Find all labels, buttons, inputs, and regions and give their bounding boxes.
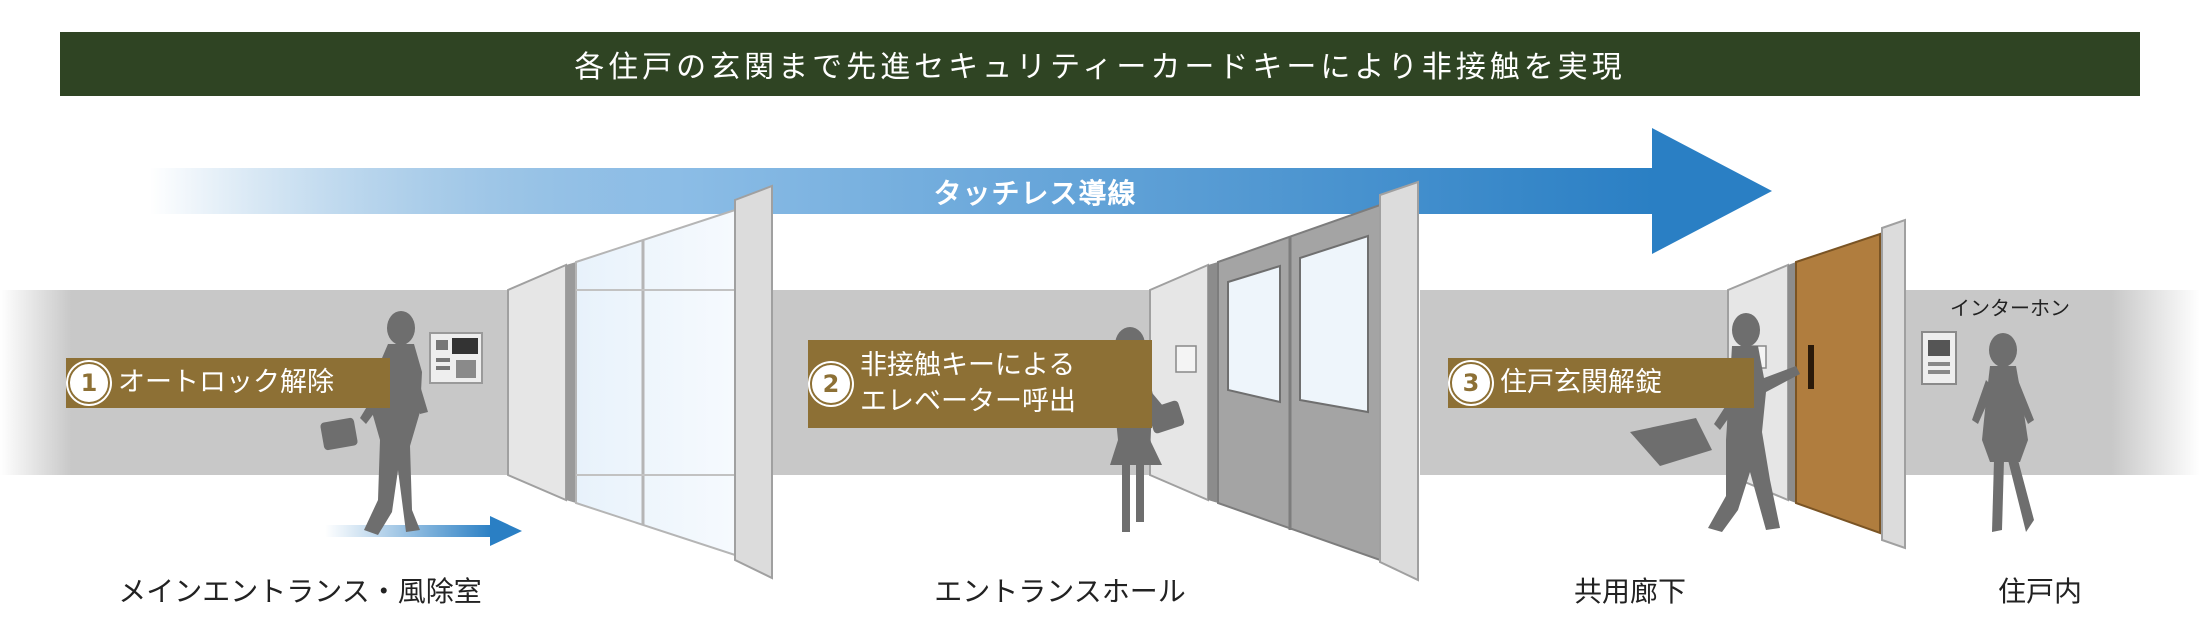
- person-silhouette-4: [1972, 333, 2034, 532]
- elevator: [1149, 180, 1419, 582]
- elevator-call-button: [1175, 345, 1197, 373]
- header-banner: 各住戸の玄関まで先進セキュリティーカードキーにより非接触を実現: [60, 32, 2140, 96]
- door-handle: [1808, 345, 1814, 389]
- zone-label-corridor: 共用廊下: [1573, 575, 1686, 608]
- zone-label-entrance-hall: エントランスホール: [934, 575, 1186, 608]
- step-3-tag: 3 住戸玄関解錠: [1448, 358, 1754, 408]
- step-1-tag: 1 オートロック解除: [66, 358, 390, 408]
- step-1-label: オートロック解除: [118, 367, 334, 398]
- step-3-number-badge: 3: [1450, 362, 1492, 404]
- residence-door: [1727, 218, 1906, 550]
- step-2-tag: 2 非接触キーによる エレベーター呼出: [808, 340, 1152, 428]
- header-title: 各住戸の玄関まで先進セキュリティーカードキーにより非接触を実現: [574, 50, 1626, 85]
- walking-direction-arrow: [325, 516, 522, 546]
- step-1-number-badge: 1: [68, 362, 110, 404]
- step-2-label: 非接触キーによる エレベーター呼出: [860, 350, 1076, 417]
- step-2-number-badge: 2: [810, 363, 852, 405]
- zone-label-main-entrance: メインエントランス・風除室: [118, 575, 482, 608]
- zone-label-unit-interior: 住戸内: [1997, 575, 2082, 608]
- auto-lock-glass-door: [507, 184, 773, 580]
- entrance-intercom-panel: [429, 332, 483, 384]
- step-3-label: 住戸玄関解錠: [1500, 367, 1662, 398]
- in-unit-intercom: [1921, 331, 1957, 385]
- flow-label: タッチレス導線: [933, 177, 1137, 210]
- intercom-label: インターホン: [1950, 296, 2070, 320]
